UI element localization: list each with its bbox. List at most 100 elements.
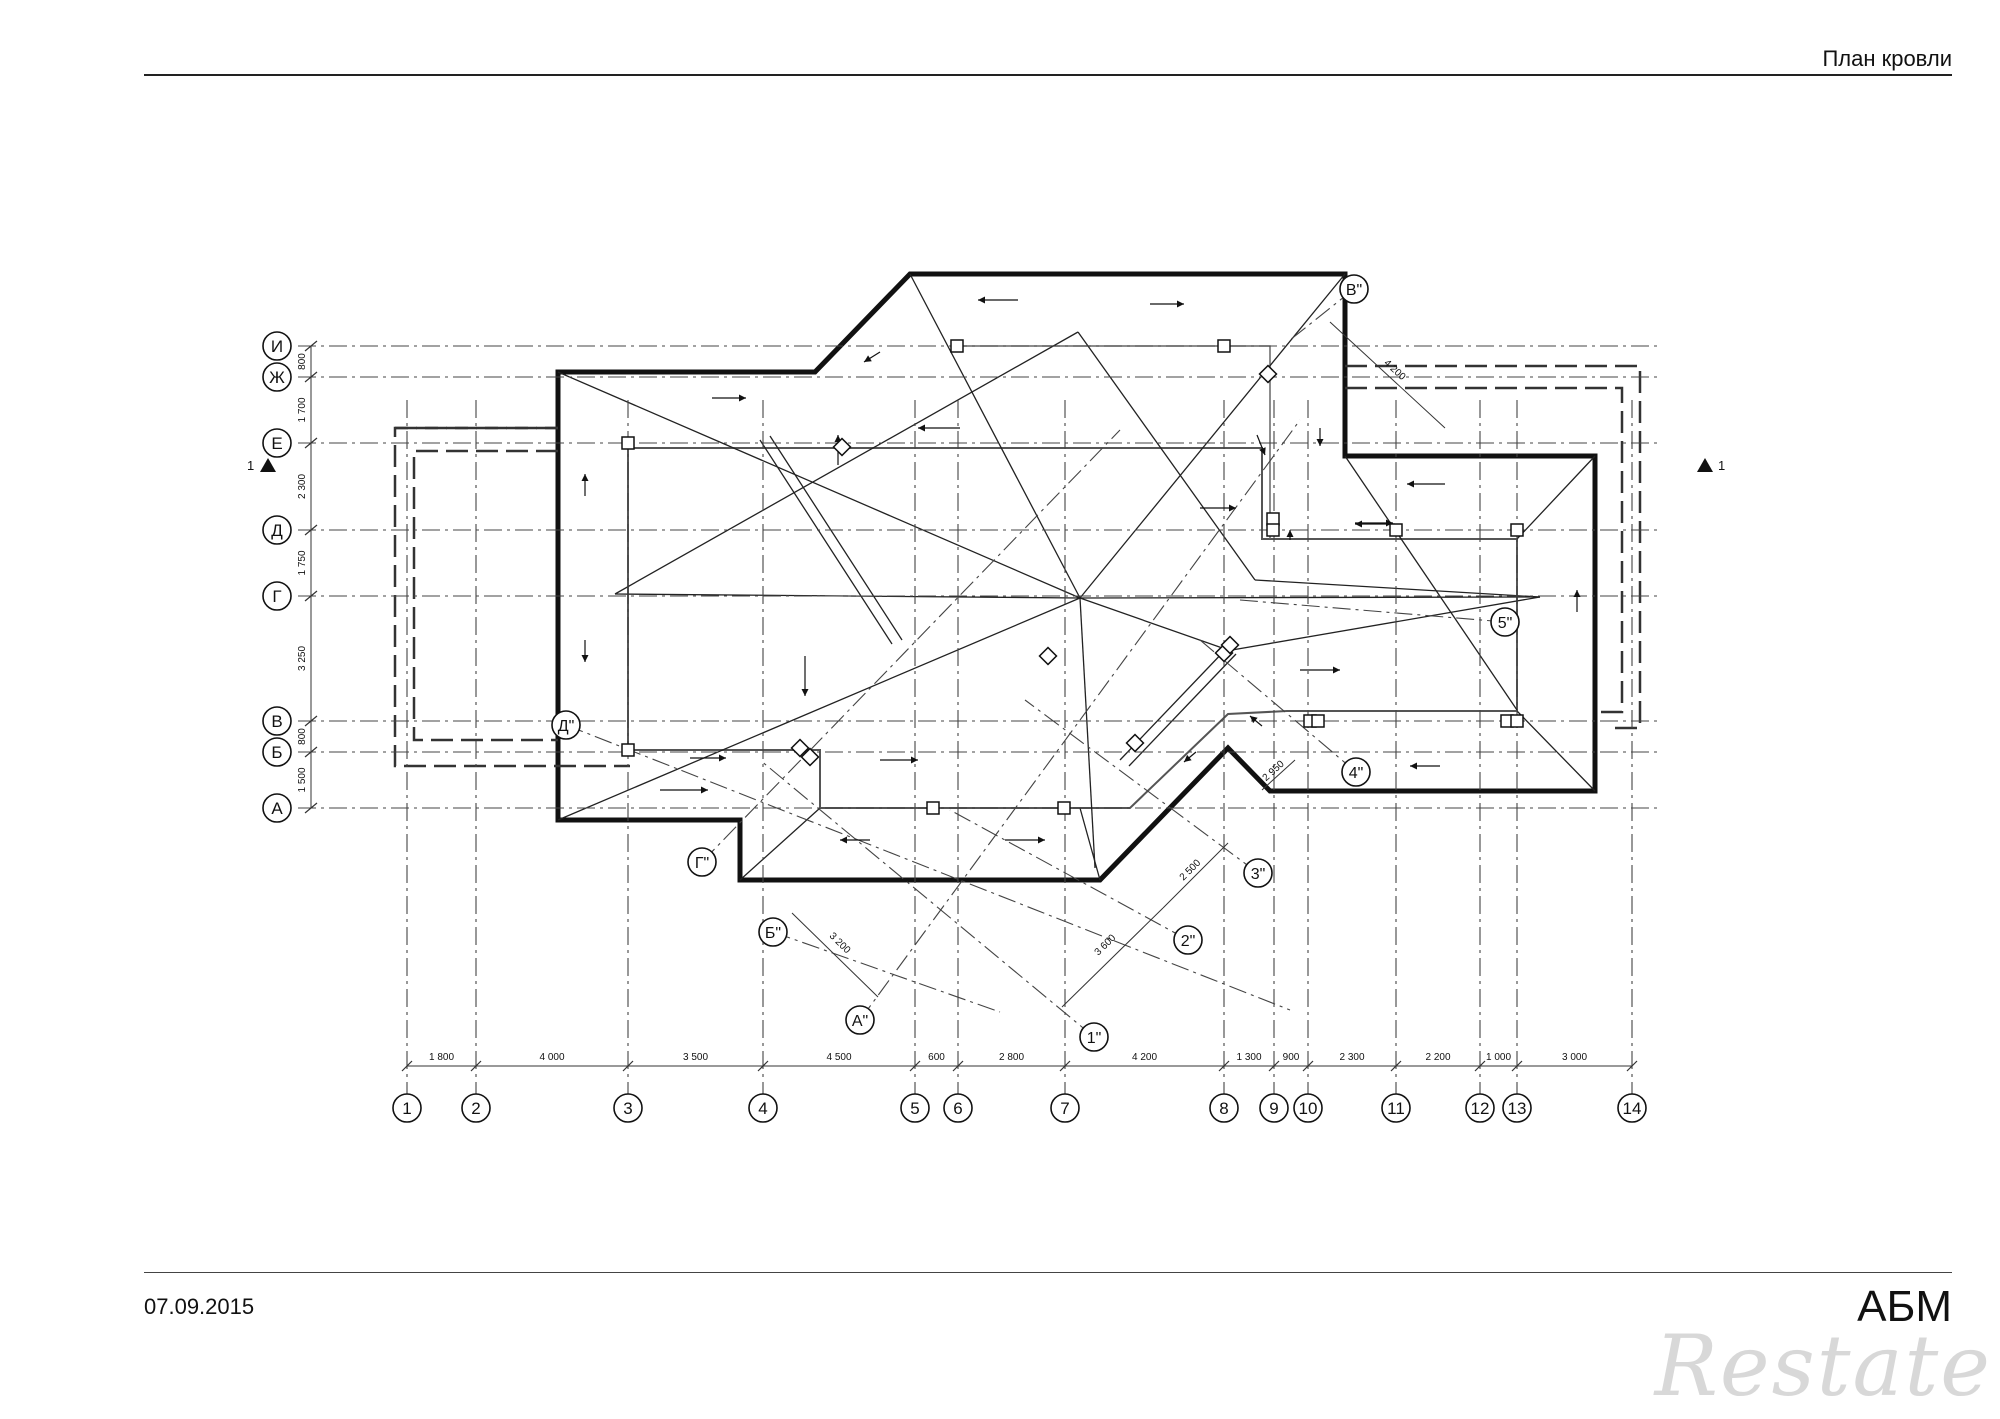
row-dimension-label: 1 700 — [297, 397, 308, 422]
drain-square-icon — [1389, 523, 1403, 537]
diagonal-axis-line — [1239, 599, 1506, 623]
diagonal-axis-line — [1024, 699, 1259, 874]
column-dimension-label: 1 800 — [429, 1052, 454, 1063]
column-axis-bubble — [900, 1093, 930, 1123]
column-dimension-label: 4 500 — [826, 1052, 851, 1063]
slope-arrow-head — [1355, 520, 1362, 528]
row-dimension-label: 800 — [297, 353, 308, 370]
slope-arrow-head — [581, 655, 589, 662]
row-axis-bubble — [262, 706, 292, 736]
diagonal-dimension-label: 3 600 — [1093, 932, 1119, 958]
diagonal-axis-bubble — [1339, 274, 1369, 304]
column-axis-label: 6 — [953, 1099, 962, 1118]
slope-arrow-head — [739, 394, 746, 402]
diagonal-axis-label: 1" — [1087, 1030, 1102, 1047]
slope-arrow-head — [978, 296, 985, 304]
section-mark-right-icon — [1697, 458, 1713, 472]
drain-diamond-icon — [1038, 646, 1058, 666]
section-mark-left-label: 1 — [247, 458, 254, 473]
dashed-wall-outline-right-inner — [1345, 386, 1624, 714]
row-axis-label: Б — [271, 743, 282, 762]
slope-arrow-head — [1259, 447, 1266, 455]
row-dimension-tick — [304, 746, 318, 758]
row-axis-bubble — [262, 362, 292, 392]
slope-arrow-head — [1407, 480, 1414, 488]
diagonal-axis-bubble — [1079, 1022, 1109, 1052]
drain-diamond-icon — [832, 437, 852, 457]
slope-arrow-head — [1286, 530, 1294, 537]
column-dimension-tick — [1474, 1060, 1486, 1072]
slope-arrow-head — [840, 836, 847, 844]
eave-inner-line — [627, 447, 1518, 809]
row-axis-label: Д — [271, 521, 283, 540]
sheet-date: 07.09.2015 — [144, 1294, 255, 1319]
watermark-logo: Restate — [1654, 1317, 1992, 1415]
row-axis-label: Е — [271, 434, 282, 453]
column-dimension-label: 1 300 — [1236, 1052, 1261, 1063]
diagonal-axis-bubble — [845, 1005, 875, 1035]
slope-arrow-head — [918, 424, 925, 432]
row-dimension-label: 1 750 — [297, 550, 308, 575]
row-dimension-label: 2 300 — [297, 474, 308, 499]
drain-diamond-icon — [790, 738, 810, 758]
column-dimension-label: 2 300 — [1339, 1052, 1364, 1063]
row-axis-label: И — [271, 337, 283, 356]
row-axis-bubble — [262, 793, 292, 823]
slope-arrow-head — [1177, 300, 1184, 308]
diagonal-axis-bubble — [1173, 925, 1203, 955]
diagonal-axis-label: Б" — [765, 925, 781, 942]
drain-square-icon — [1057, 801, 1071, 815]
roof-outline — [555, 271, 1598, 883]
row-dimension-label: 800 — [297, 728, 308, 745]
diagonal-axis-label: 5" — [1498, 615, 1513, 632]
diagonal-axis-line — [759, 759, 1095, 1038]
slope-arrow-head — [581, 474, 589, 481]
footer-rule — [144, 1272, 1952, 1273]
column-axis-label: 3 — [623, 1099, 632, 1118]
column-axis-label: 11 — [1387, 1099, 1405, 1118]
column-dimension-label: 2 800 — [999, 1052, 1024, 1063]
column-axis-label: 7 — [1060, 1099, 1069, 1118]
column-axis-label: 4 — [758, 1099, 767, 1118]
column-axis-bubble — [943, 1093, 973, 1123]
diagonal-axis-label: Г" — [695, 855, 709, 872]
diagonal-dimension-label: 4 200 — [1381, 358, 1407, 383]
column-axis-bubble — [1465, 1093, 1495, 1123]
brand-label: АБМ — [1857, 1282, 1952, 1331]
column-axis-bubble — [1381, 1093, 1411, 1123]
slope-arrow-head — [1410, 762, 1417, 770]
row-axis-bubble — [262, 581, 292, 611]
drain-diamond-icon — [1220, 635, 1240, 655]
slope-arrow-head — [864, 355, 872, 362]
drain-square-icon — [621, 436, 635, 450]
column-axis-bubble — [1502, 1093, 1532, 1123]
column-dimension-tick — [1390, 1060, 1402, 1072]
column-dimension-tick — [1302, 1060, 1314, 1072]
slope-arrows — [581, 296, 1581, 844]
column-dimension-label: 3 000 — [1562, 1052, 1587, 1063]
column-dimension-tick — [757, 1060, 769, 1072]
row-axis-bubble — [262, 515, 292, 545]
column-dimension-label: 1 000 — [1486, 1052, 1511, 1063]
column-dimension-tick — [1268, 1060, 1280, 1072]
row-dimension-tick — [304, 437, 318, 449]
column-axis-bubble — [392, 1093, 422, 1123]
slope-arrow-head — [1038, 836, 1045, 844]
diagonal-axis-line — [1199, 639, 1357, 773]
diagonal-axis-bubble — [1490, 607, 1520, 637]
column-dimension-label: 600 — [928, 1052, 945, 1063]
column-axis-bubble — [1293, 1093, 1323, 1123]
diagonal-axis-line — [772, 931, 1001, 1013]
slope-arrow-head — [801, 689, 809, 696]
slope-arrow-head — [1250, 716, 1258, 724]
drain-markers — [621, 339, 1524, 815]
column-dimension-tick — [909, 1060, 921, 1072]
column-axis-bubble — [1617, 1093, 1647, 1123]
slope-arrow-head — [911, 756, 918, 764]
diagonal-dimension-line — [1162, 842, 1229, 909]
row-dimension-tick — [304, 371, 318, 383]
diagonal-dimension-label: 2 500 — [1178, 857, 1204, 883]
